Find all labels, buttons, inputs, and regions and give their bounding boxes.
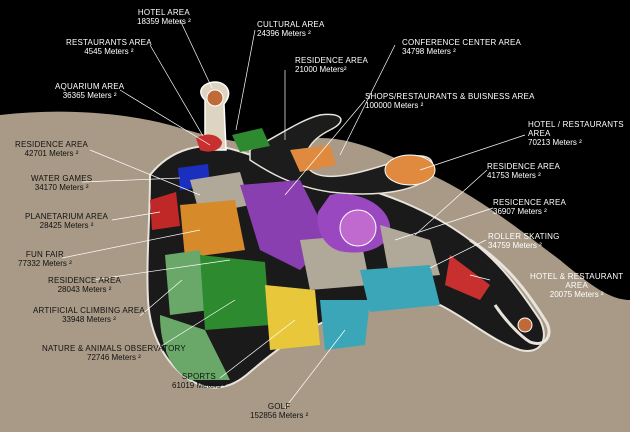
zone-climbing: [165, 250, 210, 315]
zone-restaurants: [196, 134, 222, 152]
leader-lines: [61, 19, 526, 409]
zone-golf-green: [160, 315, 230, 380]
zone-golf: [320, 300, 370, 350]
zone-nature: [200, 255, 270, 330]
dome: [339, 209, 377, 247]
hotel-tower: [206, 89, 224, 107]
conference-center: [384, 154, 436, 186]
zone-fun-fair: [180, 200, 245, 258]
zone-cultural: [232, 128, 270, 152]
zone-planetarium: [150, 192, 180, 230]
zone-cyan: [360, 265, 440, 312]
zone-residence-north: [290, 145, 336, 172]
east-arm: [469, 238, 551, 345]
hotel-east: [517, 317, 533, 333]
zone-hotel-restaurant-east: [445, 255, 490, 300]
zone-sports: [265, 285, 320, 350]
